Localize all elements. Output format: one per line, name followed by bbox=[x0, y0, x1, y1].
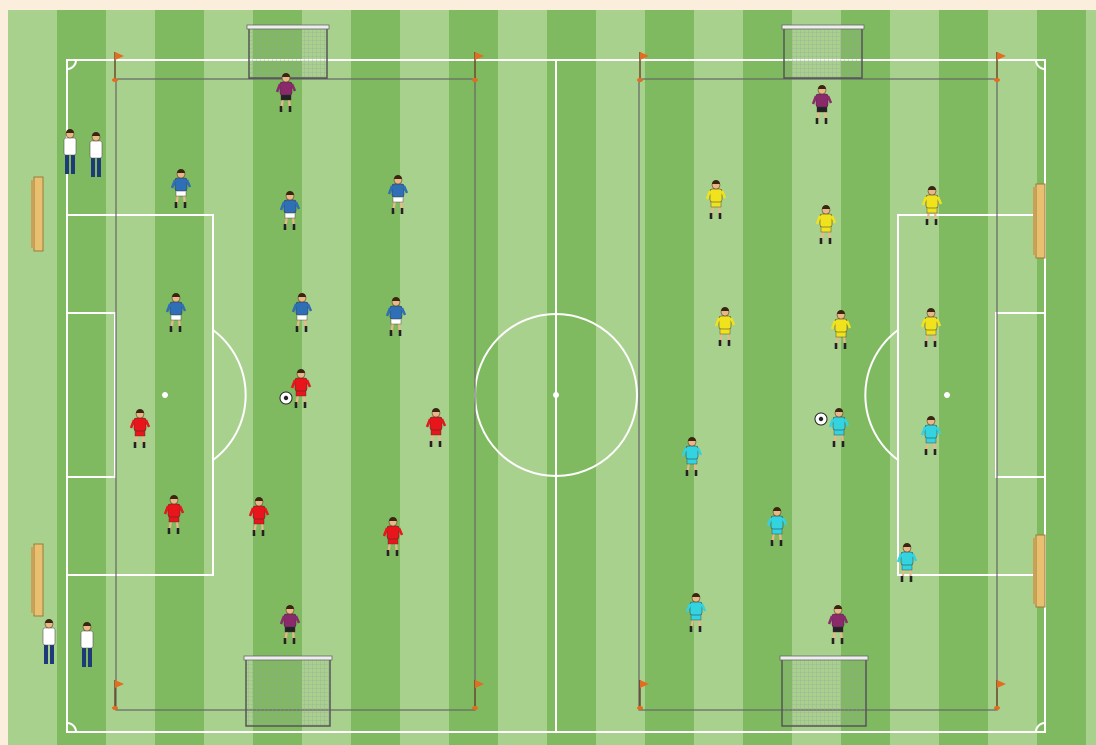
grass-stripe bbox=[939, 10, 988, 745]
grass-stripe bbox=[743, 10, 792, 745]
goal-icon bbox=[780, 656, 868, 726]
grass-stripe bbox=[253, 10, 302, 745]
center-spot bbox=[553, 392, 559, 398]
grass-stripe bbox=[547, 10, 596, 745]
bench-icon bbox=[1033, 535, 1045, 607]
grass-stripe bbox=[351, 10, 400, 745]
goal-icon bbox=[247, 25, 329, 78]
grass-stripe bbox=[645, 10, 694, 745]
bench-icon bbox=[31, 177, 43, 251]
goal-icon bbox=[244, 656, 332, 726]
right-penalty-spot bbox=[944, 392, 950, 398]
grass-stripe bbox=[155, 10, 204, 745]
grass-stripe bbox=[449, 10, 498, 745]
left-penalty-spot bbox=[162, 392, 168, 398]
ball-icon bbox=[815, 413, 827, 425]
goal-icon bbox=[782, 25, 864, 78]
bench-icon bbox=[1033, 184, 1045, 258]
grass-stripe bbox=[841, 10, 890, 745]
ball-icon bbox=[280, 392, 292, 404]
bench-icon bbox=[31, 544, 43, 616]
pitch-stripes bbox=[8, 10, 1096, 745]
